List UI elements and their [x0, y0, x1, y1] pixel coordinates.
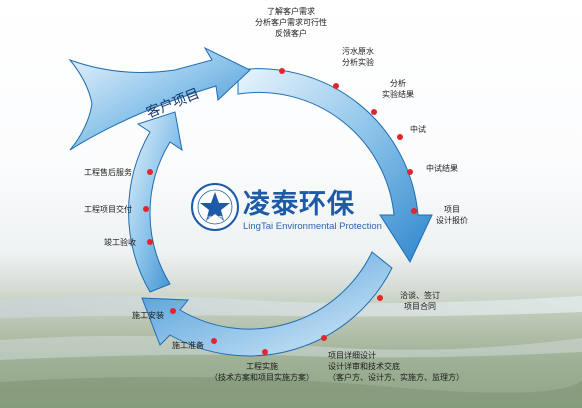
step-label-design-quote: 项目设计报价 [436, 205, 468, 225]
step-label-analysis-result: 分析实验结果 [382, 79, 414, 99]
step-dot [321, 335, 327, 341]
step-label-detailed-design: 项目详细设计设计详审和技术交底（客户方、设计方、实施方、监理方） [328, 351, 464, 382]
step-dot [333, 83, 339, 89]
step-markers [143, 68, 417, 355]
step-dot [371, 109, 377, 115]
step-dot [147, 239, 153, 245]
step-label-delivery: 工程项目交付 [84, 205, 132, 214]
logo-char-right: 泰 [218, 215, 223, 222]
step-label-wastewater-analysis: 污水原水分析实验 [342, 47, 374, 67]
step-dot [170, 308, 176, 314]
step-label-pilot-result: 中试结果 [426, 164, 458, 173]
step-dot [147, 169, 153, 175]
step-label-after-sales: 工程售后服务 [84, 168, 132, 177]
ring-arc-bottom [141, 251, 393, 357]
ring-arc-left [128, 111, 183, 293]
brand-block: 凌泰环保 LingTai Environmental Protection [243, 190, 382, 233]
step-dot [211, 338, 217, 344]
ring-arc-top-right [237, 68, 433, 264]
brand-name-cn: 凌泰环保 [243, 189, 355, 220]
customer-project-arrow [68, 46, 251, 151]
lingtai-logo: 凌 泰 [191, 183, 239, 231]
brand-name-en: LingTai Environmental Protection [243, 221, 382, 232]
step-label-requirements: 了解客户需求分析客户需求可行性反馈客户 [255, 7, 327, 38]
step-dot [411, 208, 417, 214]
step-label-contract: 洽谈、签订项目合同 [400, 291, 440, 311]
step-label-acceptance: 竣工验收 [104, 238, 136, 247]
logo-char-left: 凌 [207, 215, 212, 222]
step-label-installation: 施工安装 [132, 311, 164, 320]
step-label-pilot-test: 中试 [410, 125, 426, 134]
step-dot [262, 349, 268, 355]
step-label-implementation: 工程实施（技术方案和项目实施方案） [210, 362, 314, 382]
step-label-construction-prep: 施工准备 [172, 341, 204, 350]
step-dot [377, 295, 383, 301]
step-dot [143, 206, 149, 212]
step-dot [397, 134, 403, 140]
step-dot [407, 169, 413, 175]
step-dot [279, 68, 285, 74]
